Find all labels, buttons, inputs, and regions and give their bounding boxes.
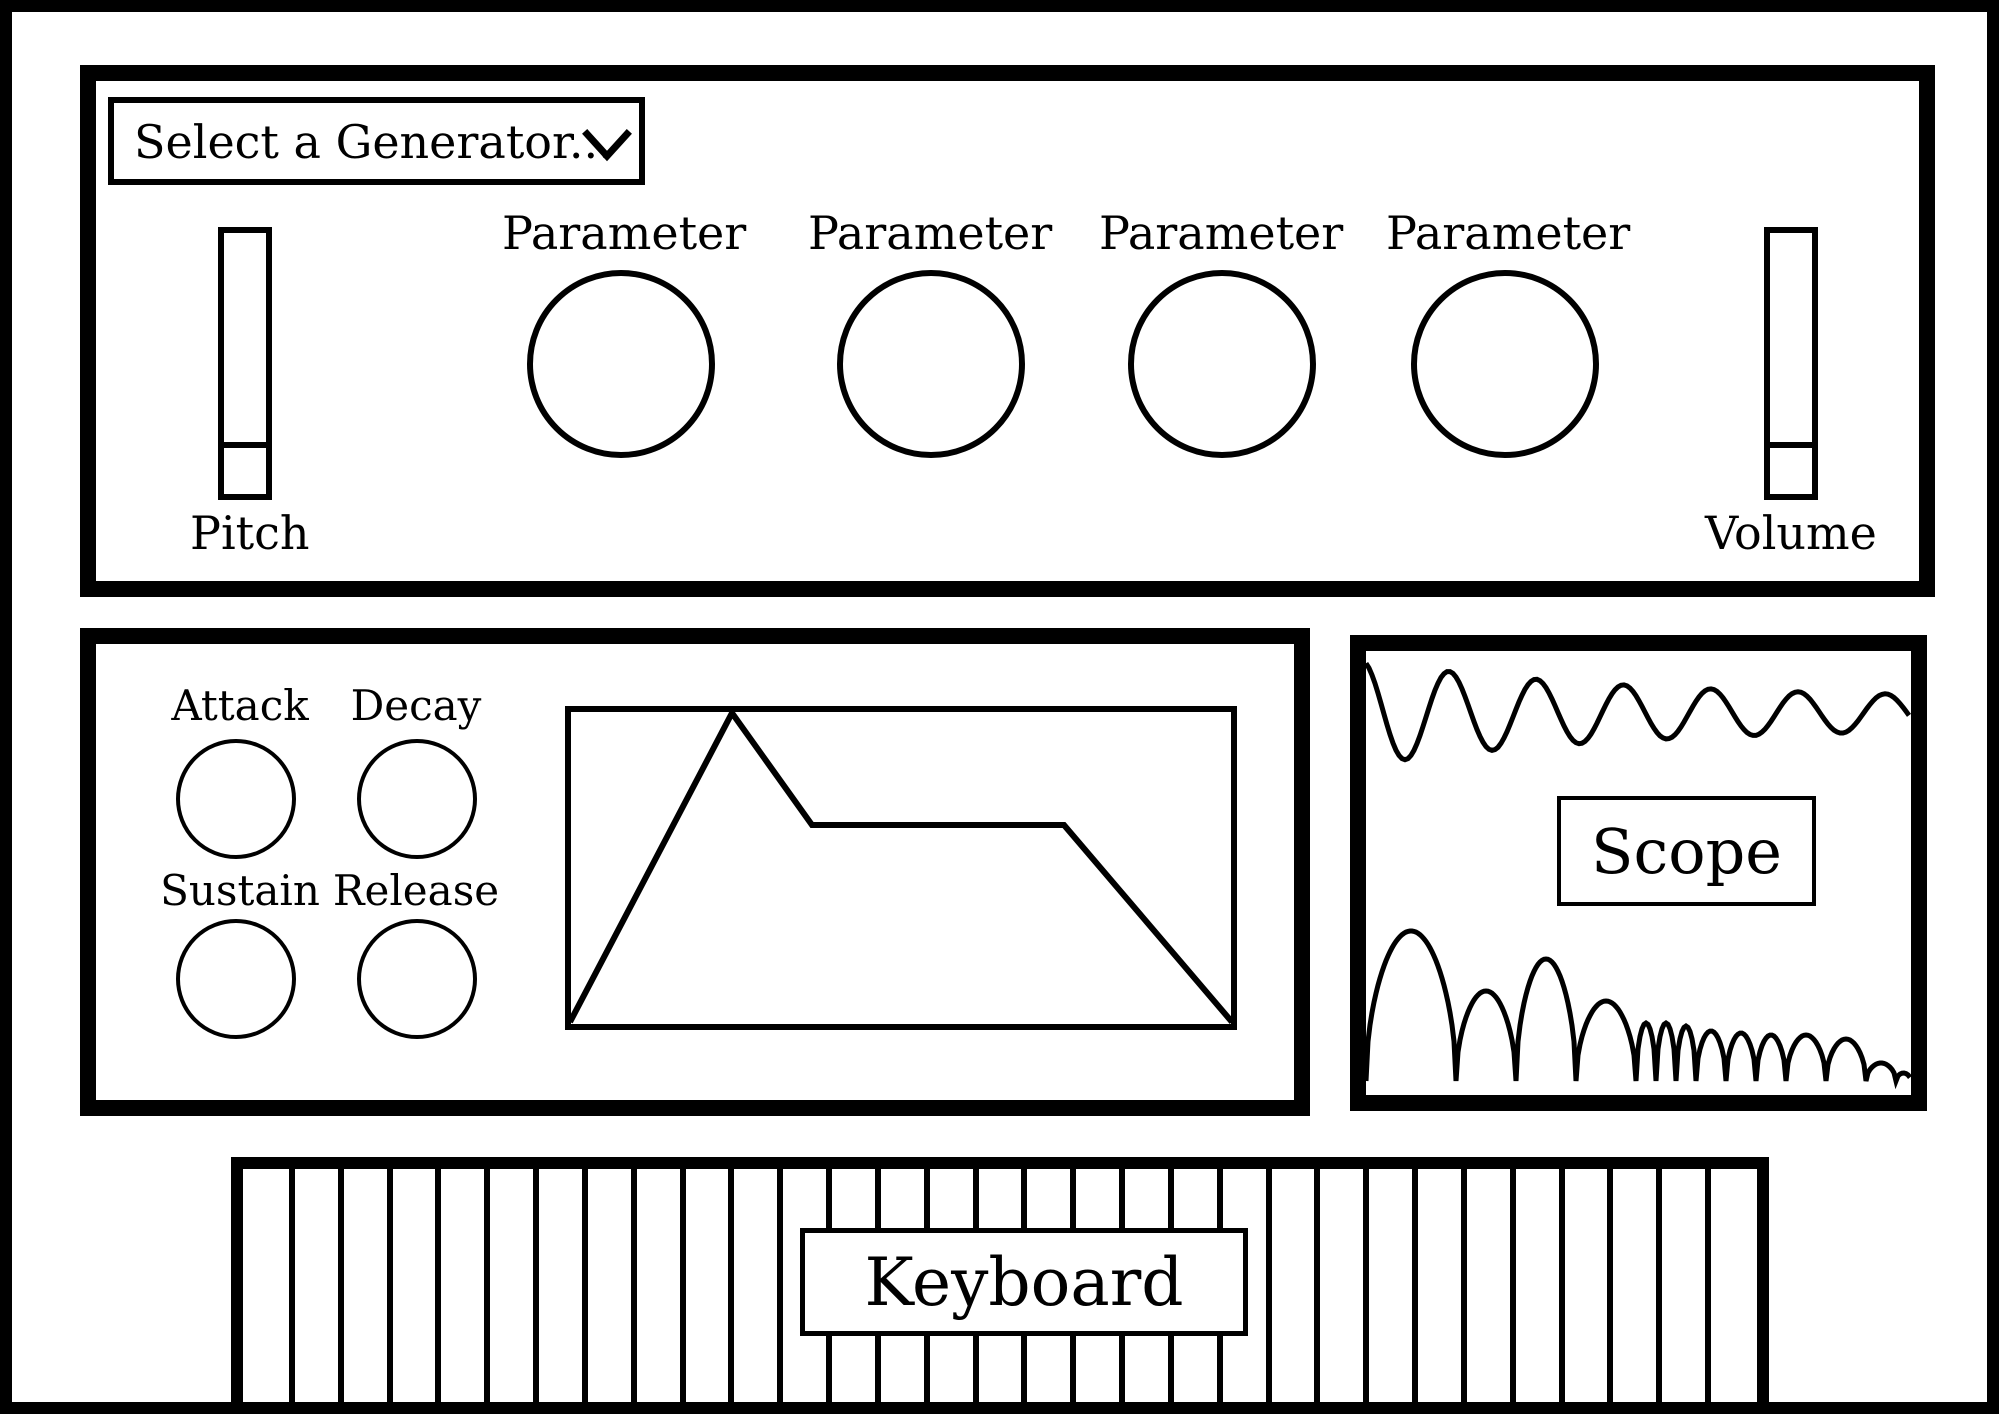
envelope-graph-frame	[565, 706, 1237, 1030]
parameter-1-knob[interactable]	[527, 270, 715, 458]
pitch-slider-thumb[interactable]	[224, 442, 266, 448]
keyboard-key-divider[interactable]	[338, 1169, 344, 1402]
volume-label: Volume	[1705, 506, 1877, 560]
volume-slider[interactable]	[1764, 227, 1818, 500]
parameter-4-label: Parameter	[1386, 206, 1631, 260]
keyboard-key-divider[interactable]	[582, 1169, 588, 1402]
parameter-2-label: Parameter	[808, 206, 1053, 260]
keyboard-key-divider[interactable]	[1461, 1169, 1467, 1402]
sustain-knob[interactable]	[176, 919, 296, 1039]
scope-waveform	[1366, 661, 1911, 1090]
keyboard-key-divider[interactable]	[1412, 1169, 1418, 1402]
keyboard-key-divider[interactable]	[680, 1169, 686, 1402]
keyboard-key-divider[interactable]	[1656, 1169, 1662, 1402]
scope-waveform-curve	[1366, 661, 1911, 763]
keyboard-label: Keyboard	[800, 1228, 1248, 1336]
attack-knob[interactable]	[176, 739, 296, 859]
chevron-down-icon[interactable]	[582, 129, 632, 162]
keyboard-key-divider[interactable]	[484, 1169, 490, 1402]
decay-knob[interactable]	[357, 739, 477, 859]
sustain-label: Sustain	[160, 866, 320, 915]
generator-select[interactable]: Select a Generator...	[108, 97, 645, 185]
keyboard-key-divider[interactable]	[1266, 1169, 1272, 1402]
scope-spectrum-curve	[1366, 928, 1911, 1090]
keyboard-key-divider[interactable]	[1363, 1169, 1369, 1402]
keyboard-label-text: Keyboard	[864, 1243, 1184, 1321]
keyboard-key-divider[interactable]	[1314, 1169, 1320, 1402]
generator-panel	[80, 65, 1935, 597]
parameter-3-label: Parameter	[1099, 206, 1344, 260]
parameter-3-knob[interactable]	[1128, 270, 1316, 458]
attack-label: Attack	[171, 681, 309, 730]
volume-slider-thumb[interactable]	[1770, 442, 1812, 448]
generator-select-label: Select a Generator...	[134, 115, 613, 169]
parameter-4-knob[interactable]	[1411, 270, 1599, 458]
release-label: Release	[332, 866, 500, 915]
keyboard-key-divider[interactable]	[728, 1169, 734, 1402]
keyboard-key-divider[interactable]	[533, 1169, 539, 1402]
scope-label-text: Scope	[1591, 814, 1782, 888]
keyboard-key-divider[interactable]	[435, 1169, 441, 1402]
keyboard-key-divider[interactable]	[777, 1169, 783, 1402]
scope-label: Scope	[1557, 796, 1816, 906]
parameter-1-label: Parameter	[502, 206, 747, 260]
parameter-2-knob[interactable]	[837, 270, 1025, 458]
keyboard-key-divider[interactable]	[631, 1169, 637, 1402]
pitch-slider[interactable]	[218, 227, 272, 500]
keyboard-key-divider[interactable]	[1510, 1169, 1516, 1402]
keyboard-key-divider[interactable]	[1607, 1169, 1613, 1402]
keyboard-key-divider[interactable]	[1559, 1169, 1565, 1402]
keyboard-key-divider[interactable]	[1705, 1169, 1711, 1402]
decay-label: Decay	[350, 681, 482, 730]
release-knob[interactable]	[357, 919, 477, 1039]
keyboard-key-divider[interactable]	[289, 1169, 295, 1402]
pitch-label: Pitch	[190, 506, 310, 560]
keyboard-key-divider[interactable]	[387, 1169, 393, 1402]
envelope-curve	[567, 707, 1235, 1024]
envelope-graph[interactable]	[565, 706, 1237, 1030]
